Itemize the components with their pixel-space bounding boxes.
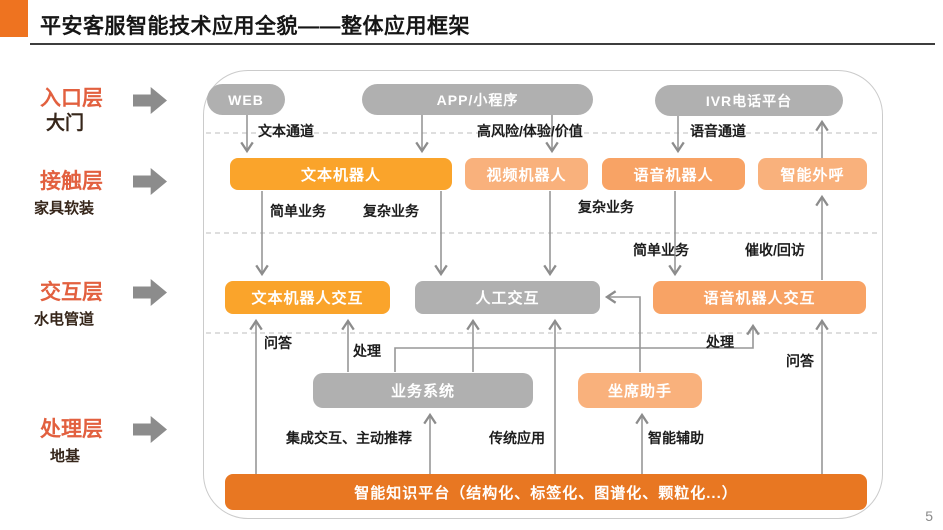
edge-label-complex-biz-text: 复杂业务: [363, 203, 419, 219]
node-text-robot-interaction: 文本机器人交互: [225, 281, 390, 314]
layer-sub-contact: 家具软装: [34, 200, 95, 217]
layer-name-contact: 接触层: [40, 170, 103, 193]
node-business-system: 业务系统: [313, 373, 533, 408]
edge-label-qa-right: 问答: [786, 353, 814, 369]
node-smart-outbound: 智能外呼: [758, 158, 867, 190]
page-number: 5: [925, 508, 933, 524]
edge-label-integrated-push: 集成交互、主动推荐: [286, 430, 412, 446]
edge-label-text-channel: 文本通道: [258, 123, 314, 139]
edge-label-process-right: 处理: [706, 334, 734, 350]
node-app-miniprogram: APP/小程序: [362, 84, 593, 115]
layer-name-entry: 入口层: [40, 87, 103, 110]
layer-name-interaction: 交互层: [40, 281, 103, 304]
edge-label-smart-assist: 智能辅助: [648, 430, 704, 446]
node-agent-assistant: 坐席助手: [578, 373, 702, 408]
layer-sub-entry: 大门: [46, 113, 85, 134]
title-accent-block: [0, 0, 28, 37]
edge-label-high-risk-value: 高风险/体验/价值: [477, 123, 583, 139]
layer-sub-interaction: 水电管道: [34, 311, 95, 328]
edge-label-simple-biz-text: 简单业务: [270, 203, 326, 219]
layer-name-process: 处理层: [40, 418, 103, 441]
title-underline: [30, 43, 935, 45]
node-voice-robot: 语音机器人: [602, 158, 745, 190]
edge-label-qa-left: 问答: [264, 335, 292, 351]
node-knowledge-platform: 智能知识平台（结构化、标签化、图谱化、颗粒化...）: [225, 474, 867, 510]
node-text-robot: 文本机器人: [230, 158, 452, 190]
node-human-interaction: 人工交互: [415, 281, 600, 314]
edge-label-voice-channel: 语音通道: [690, 123, 746, 139]
edge-label-complex-biz-video: 复杂业务: [578, 199, 634, 215]
node-web: WEB: [207, 84, 285, 115]
edge-label-simple-biz-voice: 简单业务: [633, 242, 689, 258]
layer-sub-process: 地基: [50, 448, 81, 465]
page-title: 平安客服智能技术应用全貌——整体应用框架: [40, 15, 470, 38]
node-ivr-platform: IVR电话平台: [655, 85, 843, 116]
node-video-robot: 视频机器人: [465, 158, 588, 190]
edge-label-process-left: 处理: [353, 343, 381, 359]
node-voice-robot-interaction: 语音机器人交互: [653, 281, 866, 314]
edge-label-collection-callback: 催收/回访: [745, 242, 805, 258]
edge-label-traditional-app: 传统应用: [489, 430, 545, 446]
